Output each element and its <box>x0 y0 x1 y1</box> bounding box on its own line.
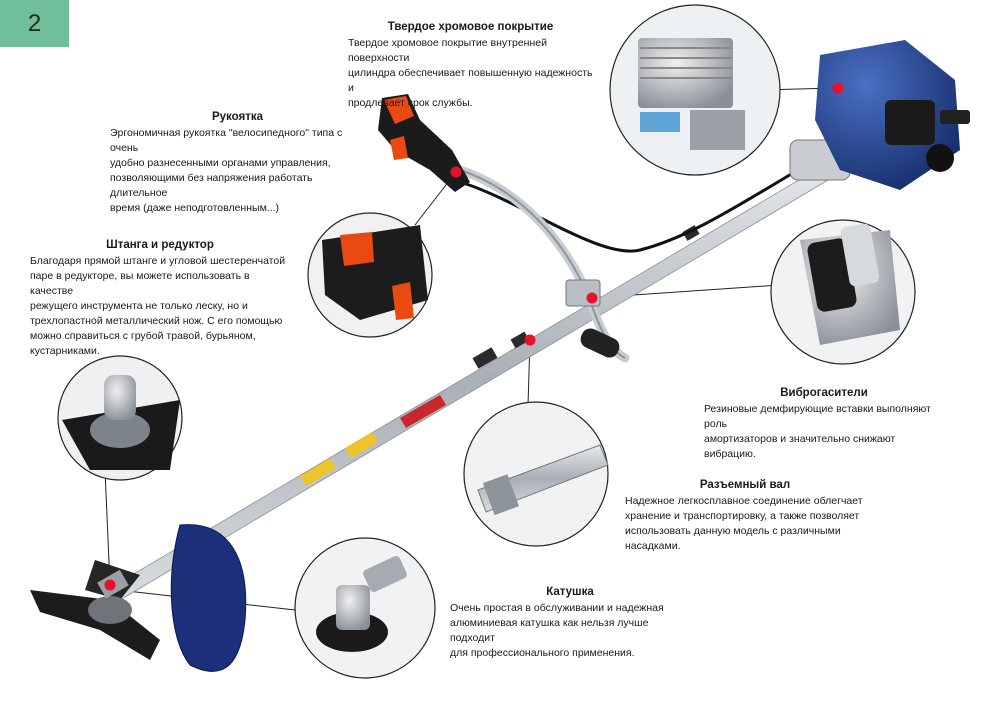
feature-dampers: Виброгасители Резиновые демфирующие вста… <box>704 386 944 462</box>
marker-split-shaft <box>524 334 536 346</box>
feature-line: позволяющими без напряжения работать дли… <box>110 172 313 199</box>
feature-line: удобно разнесенными органами управления, <box>110 157 331 169</box>
inset-cylinder <box>609 4 781 176</box>
page-number-tab: 2 <box>0 0 69 47</box>
inset-spool <box>294 537 436 679</box>
feature-spool: Катушка Очень простая в обслуживании и н… <box>450 585 690 661</box>
feature-line: хранение и транспортировку, а также позв… <box>625 510 860 522</box>
marker-dampers <box>586 292 598 304</box>
feature-line: для профессионального применения. <box>450 647 635 659</box>
feature-line: Благодаря прямой штанге и угловой шестер… <box>30 255 286 267</box>
feature-line: Эргономичная рукоятка "велосипедного" ти… <box>110 127 343 154</box>
cutting-head <box>30 524 247 672</box>
feature-title: Рукоятка <box>211 111 264 123</box>
feature-line: цилиндра обеспечивает повышенную надежно… <box>348 67 593 94</box>
feature-line: паре в редукторе, вы можете использовать… <box>30 270 250 297</box>
feature-line: Надежное легкосплавное соединение облегч… <box>625 495 863 507</box>
feature-line: кустарниками. <box>30 345 100 357</box>
feature-shaft: Штанга и редуктор Благодаря прямой штанг… <box>30 238 290 359</box>
marker-engine <box>832 82 844 94</box>
marker-gearhead <box>104 579 116 591</box>
feature-title: Штанга и редуктор <box>106 239 214 251</box>
feature-line: время (даже неподготовленным...) <box>110 202 280 214</box>
feature-line: режущего инструмента не только леску, но… <box>30 300 248 312</box>
feature-title: Виброгасители <box>780 387 868 399</box>
feature-line: трехлопастной металлический нож. С его п… <box>30 315 283 327</box>
feature-title: Разъемный вал <box>699 479 791 491</box>
feature-line: использовать данную модель с различными <box>625 525 841 537</box>
feature-line: алюминиевая катушка как нельзя лучше под… <box>450 617 649 644</box>
feature-line: можно справиться с грубой травой, бурьян… <box>30 330 256 342</box>
feature-line: продлевает срок службы. <box>348 97 473 109</box>
feature-line: насадками. <box>625 540 681 552</box>
marker-handle <box>450 166 462 178</box>
feature-chrome: Твердое хромовое покрытие Твердое хромов… <box>348 20 593 111</box>
inset-gearhead <box>57 355 183 481</box>
shaft-decals <box>300 432 378 486</box>
feature-line: Очень простая в обслуживании и надежная <box>450 602 664 614</box>
engine <box>789 40 970 190</box>
marker-dots <box>104 82 844 591</box>
feature-title: Катушка <box>546 586 594 598</box>
inset-handle <box>307 212 433 338</box>
feature-title: Твердое хромовое покрытие <box>387 21 554 33</box>
handle-bar <box>378 94 630 363</box>
feature-split-shaft: Разъемный вал Надежное легкосплавное сое… <box>625 478 865 554</box>
feature-handle: Рукоятка Эргономичная рукоятка "велосипе… <box>110 110 365 216</box>
feature-line: Резиновые демфирующие вставки выполняют … <box>704 403 931 430</box>
inset-split-shaft <box>463 401 609 547</box>
feature-line: Твердое хромовое покрытие внутренней пов… <box>348 37 547 64</box>
feature-line: амортизаторов и значительно снижают вибр… <box>704 433 896 460</box>
inset-dampers <box>770 219 916 365</box>
